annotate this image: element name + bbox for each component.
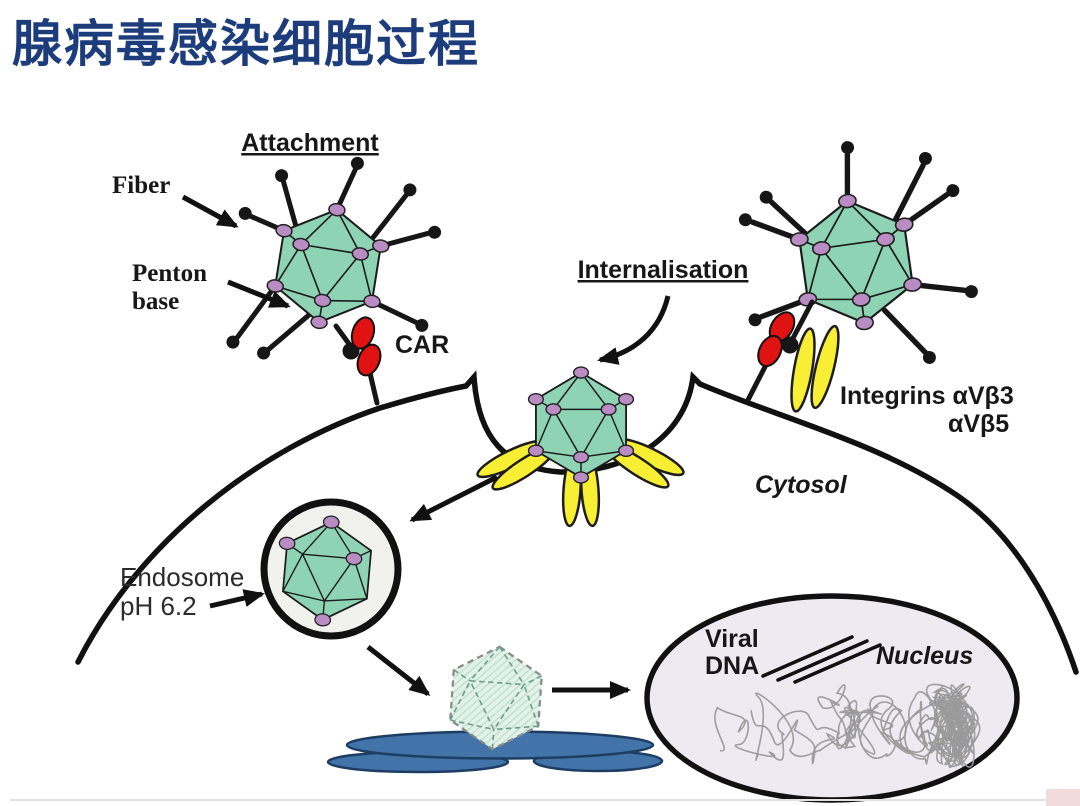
fiber-spikes xyxy=(738,141,978,364)
endosome-escape-arrow xyxy=(366,645,431,696)
integrin-pair-virus3 xyxy=(790,324,840,413)
page-title: 腺病毒感染细胞过程 xyxy=(12,16,480,72)
corner-artifact xyxy=(1046,789,1080,806)
endosome-label: Endosome pH 6.2 xyxy=(120,562,252,621)
car-receptor-right xyxy=(745,299,815,403)
virus-in-endosome xyxy=(278,515,375,627)
integrins-label: Integrins αVβ3 αVβ5 xyxy=(840,382,1021,438)
internalisation-arrow xyxy=(597,295,671,365)
penton-base-label: Penton base xyxy=(132,260,213,315)
internalisation-label: Internalisation xyxy=(578,256,749,284)
viral-dna-label: Viral DNA xyxy=(705,625,766,680)
virus-attachment xyxy=(226,156,442,360)
penton-base-arrow xyxy=(227,279,291,309)
virus-integrin-bound xyxy=(738,141,978,364)
car-receptor xyxy=(333,316,382,406)
car-label: CAR xyxy=(395,331,449,359)
pit-to-endosome-arrow xyxy=(409,474,499,523)
fiber-arrow xyxy=(181,194,239,229)
nucleus-label: Nucleus xyxy=(876,642,973,670)
viral-dna-lines xyxy=(761,635,882,684)
attachment-label: Attachment xyxy=(241,129,379,157)
virus-uncoated xyxy=(449,645,543,751)
chromatin xyxy=(714,683,981,769)
bottom-rule xyxy=(10,799,1070,801)
cytosol-label: Cytosol xyxy=(755,471,848,499)
fiber-label: Fiber xyxy=(112,172,170,199)
endosome-label-arrow xyxy=(209,589,265,609)
